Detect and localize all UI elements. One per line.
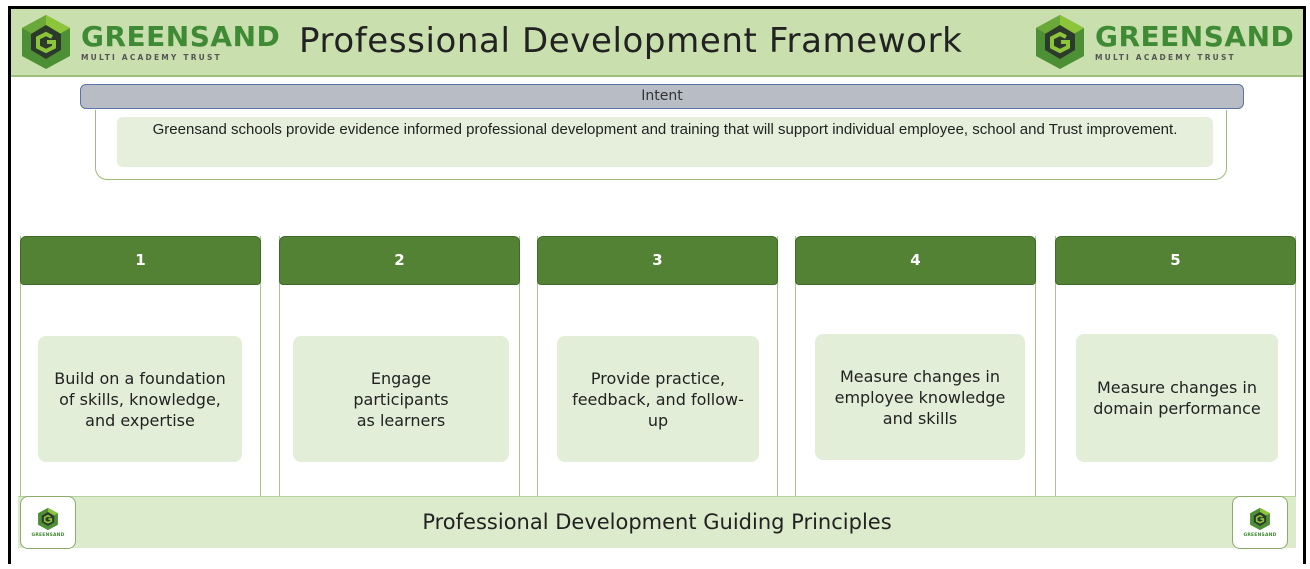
page-title: Professional Development Framework (299, 21, 963, 61)
intent-text: Greensand schools provide evidence infor… (117, 117, 1213, 167)
principle-column-4: 4 Measure changes in employee knowledge … (795, 236, 1036, 496)
principle-number: 4 (795, 236, 1036, 285)
principle-column-5: 5 Measure changes in domain performance (1055, 236, 1296, 496)
mini-logo-name: GREENSAND (1243, 533, 1277, 538)
principle-number: 3 (537, 236, 778, 285)
principle-card: Measure changes in domain performance (1076, 334, 1278, 462)
logo-name: GREENSAND (1095, 19, 1295, 53)
principle-column-2: 2 Engage participants as learners (279, 236, 520, 496)
mini-logo-name: GREENSAND (31, 533, 65, 538)
header-banner: GREENSAND MULTI ACADEMY TRUST Profession… (11, 9, 1303, 77)
greensand-hex-logo-icon (38, 507, 58, 531)
logo-name: GREENSAND (81, 19, 281, 53)
logo-left: GREENSAND MULTI ACADEMY TRUST (17, 13, 280, 71)
principle-number: 2 (279, 236, 520, 285)
logo-right: GREENSAND MULTI ACADEMY TRUST (1031, 13, 1294, 71)
principle-number: 1 (20, 236, 261, 285)
principle-number: 5 (1055, 236, 1296, 285)
footer-banner: Professional Development Guiding Princip… (18, 496, 1296, 548)
principle-card: Engage participants as learners (293, 336, 509, 462)
greensand-hex-logo-icon (1250, 507, 1270, 531)
logo-subtitle: MULTI ACADEMY TRUST (81, 52, 222, 62)
principle-card: Build on a foundation of skills, knowled… (38, 336, 242, 462)
footer-logo-left: GREENSAND (20, 496, 76, 549)
principle-column-3: 3 Provide practice, feedback, and follow… (537, 236, 778, 496)
intent-heading: Intent (80, 84, 1244, 109)
intent-box (95, 110, 1227, 180)
principle-column-1: 1 Build on a foundation of skills, knowl… (20, 236, 261, 496)
greensand-hex-logo-icon (1036, 15, 1084, 69)
greensand-hex-logo-icon (22, 15, 70, 69)
logo-subtitle: MULTI ACADEMY TRUST (1095, 52, 1236, 62)
principle-card: Measure changes in employee knowledge an… (815, 334, 1025, 460)
footer-logo-right: GREENSAND (1232, 496, 1288, 549)
principle-card: Provide practice, feedback, and follow-u… (557, 336, 759, 462)
footer-title: Professional Development Guiding Princip… (422, 510, 892, 534)
